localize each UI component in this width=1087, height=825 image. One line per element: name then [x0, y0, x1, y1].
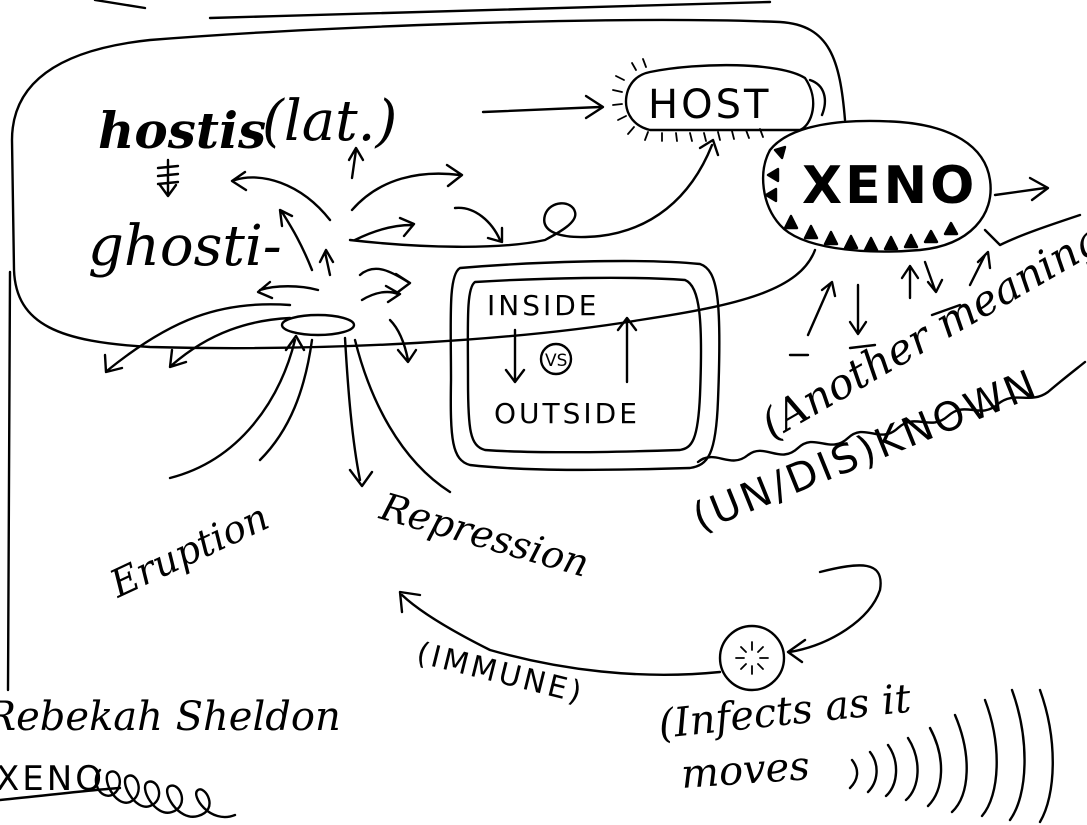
outside-to-inside-arrow	[616, 316, 638, 384]
xeno-exchange-arrows	[788, 213, 1082, 357]
infects-label-line1: (Infects as it	[656, 676, 914, 748]
host-outline	[624, 63, 815, 132]
vibration-lines	[848, 688, 1054, 824]
host-xeno-link	[808, 78, 826, 117]
outer-enclosure-loop	[10, 18, 847, 350]
ghosti-word: ghosti-	[88, 214, 282, 279]
virus-spokes	[735, 641, 769, 675]
inside-outside-outer-box	[449, 259, 721, 472]
xeno-right-arrow	[993, 186, 1047, 197]
virus-to-repression-arrow	[398, 590, 722, 676]
top-stroke-left	[93, 0, 147, 10]
outside-label: OUTSIDE	[494, 397, 640, 430]
hostis-word: hostis	[98, 101, 266, 160]
repression-arrow	[343, 336, 374, 488]
vs-label: VS	[545, 351, 567, 371]
repression-arrow-2	[353, 338, 452, 494]
eruption-arrow	[168, 334, 306, 480]
infects-label-line2: moves	[679, 743, 811, 798]
xeno-teeth	[764, 145, 959, 252]
vs-circle	[539, 342, 573, 376]
known-to-virus-arrow	[786, 564, 882, 664]
ghosti-to-host-squiggle	[348, 143, 714, 248]
host-label: HOST	[648, 82, 771, 128]
inside-outside-inner-box	[466, 276, 703, 454]
hostis-to-ghosti-arrow	[156, 158, 180, 198]
inside-to-outside-arrow	[504, 328, 526, 384]
repression-label: Repression	[375, 484, 594, 586]
inside-label: INSIDE	[487, 289, 600, 322]
wavy-divider	[696, 360, 1087, 464]
eruption-label: Eruption	[102, 495, 275, 607]
virus-circle	[718, 624, 786, 692]
arrow-hostis-to-host	[481, 105, 602, 114]
xeno-small-label: XENO	[0, 759, 105, 799]
host-hatching	[612, 58, 764, 142]
xeno-label: XENO	[802, 156, 977, 216]
author-name: Rebekah Sheldon	[0, 694, 341, 740]
latin-tag: (lat.)	[262, 89, 397, 154]
origin-ellipse	[280, 313, 356, 337]
immune-label: (IMMUNE)	[413, 636, 588, 711]
xeno-outline	[761, 119, 992, 253]
signature-coil	[94, 768, 237, 819]
ghosti-radiating-arrows	[103, 146, 504, 374]
eruption-arrow-2	[258, 338, 314, 462]
left-margin-line	[6, 270, 12, 692]
top-stroke-right	[208, 0, 772, 20]
